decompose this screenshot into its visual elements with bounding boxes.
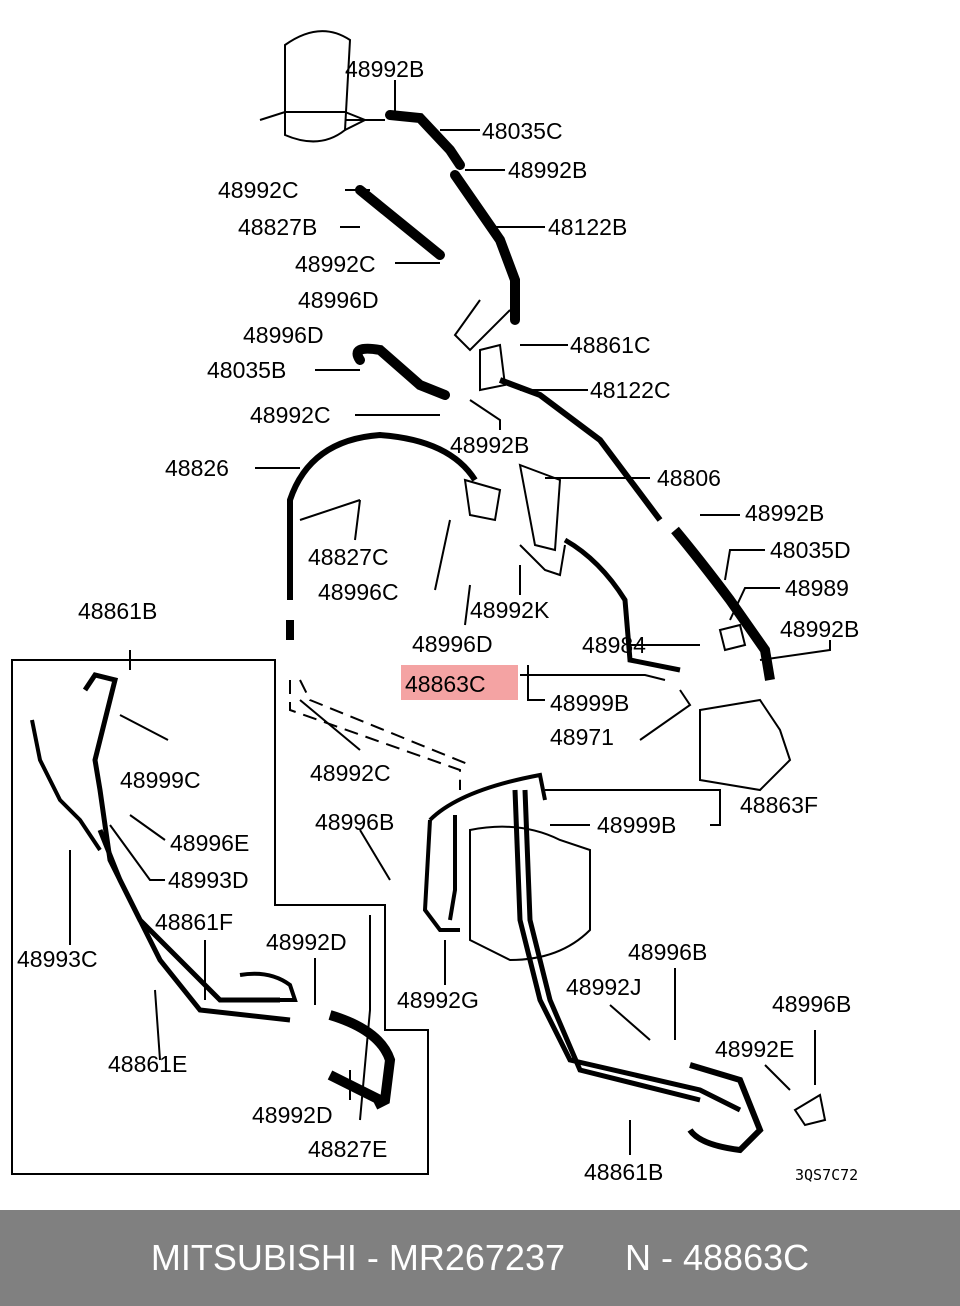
part-label: 48992E [715,1036,794,1062]
part-label: 48984 [582,632,646,658]
part-label: 48992B [780,616,859,642]
part-label: 48861F [155,909,233,935]
part-label: 48996D [243,322,324,348]
part-label: 48992C [295,251,376,277]
part-label: 48992B [508,157,587,183]
part-label: 48992B [345,56,424,82]
part-label: 48999B [597,812,676,838]
footer-right-text: N - 48863C [625,1237,810,1278]
part-label: 48993D [168,867,249,893]
part-label: 48989 [785,575,849,601]
part-label: 48827B [238,214,317,240]
part-label: 48999B [550,690,629,716]
part-label: 48996B [772,991,851,1017]
highlight-box [401,665,518,700]
part-label: 48993C [17,946,98,972]
footer-left-text: MITSUBISHI - MR267237 [150,1237,565,1278]
part-label: 48996D [412,631,493,657]
part-label: 48996B [315,809,394,835]
part-label: 48996B [628,939,707,965]
part-label: 48992C [218,177,299,203]
part-label: 48996E [170,830,249,856]
part-label: 48992D [252,1102,333,1128]
part-label: 48863F [740,792,818,818]
part-label: 48035C [482,118,563,144]
diagram-drawing [11,30,831,1175]
part-labels: 48992B 48035C 48992B 48992C 48827B 48122… [17,56,859,1185]
part-label: 48971 [550,724,614,750]
part-label: 48992C [310,760,391,786]
part-label: 48827E [308,1136,387,1162]
part-label: 48999C [120,767,201,793]
part-label: 48996C [318,579,399,605]
part-label: 48827C [308,544,389,570]
part-label: 48826 [165,455,229,481]
footer-spacer [565,1237,625,1279]
part-label: 48122C [590,377,671,403]
part-label: 48861B [78,598,157,624]
part-label: 48861B [584,1159,663,1185]
part-label: 48122B [548,214,627,240]
part-label: 48992C [250,402,331,428]
part-label: 48035B [207,357,286,383]
diagram-code: 3QS7C72 [795,1166,858,1184]
part-label: 48996D [298,287,379,313]
part-label: 48992B [450,432,529,458]
parts-diagram: 48992B 48035C 48992B 48992C 48827B 48122… [11,30,859,1185]
part-label: 48861E [108,1051,187,1077]
part-label: 48992K [470,597,550,623]
part-label: 48806 [657,465,721,491]
part-label: 48992G [397,987,479,1013]
part-label: 48992D [266,929,347,955]
part-label: 48035D [770,537,851,563]
part-label: 48992B [745,500,824,526]
part-label: 48861C [570,332,651,358]
footer-bar: MITSUBISHI - MR267237 N - 48863C [0,1210,960,1306]
highlighted-part-label: 48863C [405,671,486,697]
part-label: 48992J [566,974,641,1000]
